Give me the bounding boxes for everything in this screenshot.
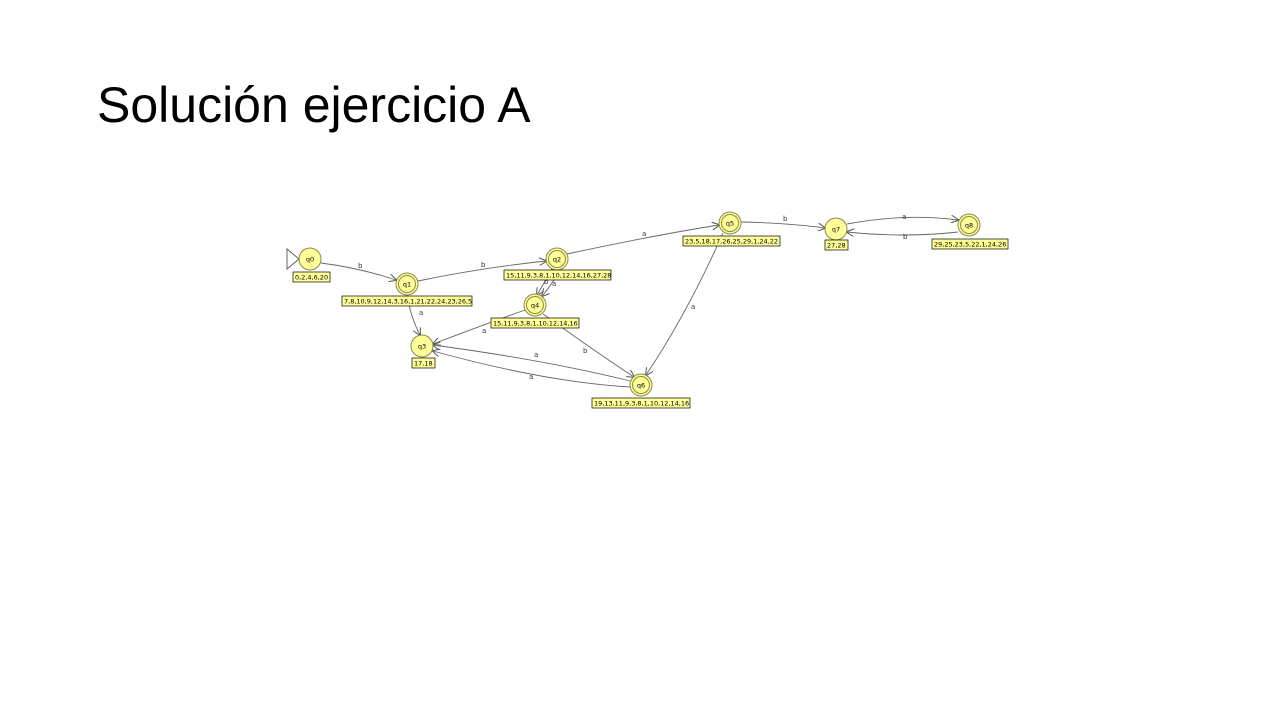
transition-label: b bbox=[481, 261, 486, 269]
state-set-label: 7,8,10,9,12,14,3,16,1,21,22,24,23,26,5 bbox=[344, 298, 472, 306]
state-set-box bbox=[682, 235, 781, 247]
state-circle bbox=[957, 213, 981, 237]
state-circle bbox=[629, 373, 653, 397]
transition-q8-q7-b bbox=[847, 232, 959, 235]
state-name: q1 bbox=[403, 280, 411, 288]
final-state-ring bbox=[398, 275, 416, 293]
state-set-box bbox=[490, 317, 580, 329]
transition-q2-q5-a bbox=[566, 225, 719, 255]
transition-q3-q6-a bbox=[433, 351, 631, 388]
slide-title: Solución ejercicio A bbox=[97, 77, 531, 133]
state-set-label: 0,2,4,6,20 bbox=[295, 274, 328, 282]
state-q1: q1 7,8,10,9,12,14,3,16,1,21,22,24,23,26,5 bbox=[341, 272, 473, 307]
state-set-box bbox=[411, 357, 436, 369]
transition-label: b bbox=[783, 215, 788, 223]
state-name: q0 bbox=[306, 255, 314, 263]
state-set-label: 15,11,9,3,8,1,10,12,14,16,27,28 bbox=[506, 272, 611, 280]
final-state-ring bbox=[632, 376, 650, 394]
state-set-label: 15,11,9,3,8,1,10,12,14,16 bbox=[493, 320, 578, 328]
state-circle bbox=[395, 272, 419, 296]
state-set-label: 29,25,23,5,22,1,24,26 bbox=[934, 241, 1006, 249]
state-name: q7 bbox=[832, 225, 840, 233]
state-q0: q0 0,2,4,6,20 bbox=[286, 247, 331, 283]
transition-q1-q2-b bbox=[417, 261, 546, 282]
state-name: q4 bbox=[531, 301, 539, 309]
state-set-box bbox=[503, 269, 612, 281]
final-state-ring bbox=[548, 250, 566, 268]
state-name: q5 bbox=[726, 219, 734, 227]
state-set-label: 19,13,11,9,3,8,1,10,12,14,16 bbox=[594, 400, 689, 408]
transition-label: b bbox=[903, 233, 908, 241]
transition-q5-q6-a bbox=[646, 232, 724, 375]
transition-q0-q1-b bbox=[320, 262, 396, 280]
state-q5: q5 23,5,18,17,26,25,29,1,24,22 bbox=[682, 211, 781, 247]
initial-state-marker bbox=[286, 248, 300, 270]
state-circle bbox=[718, 211, 742, 235]
transition-q6-q3-a bbox=[433, 345, 631, 382]
transition-q7-q8-a bbox=[846, 217, 958, 225]
state-name: q6 bbox=[637, 381, 645, 389]
state-set-label: 23,5,18,17,26,25,29,1,24,22 bbox=[685, 238, 778, 246]
state-circle bbox=[298, 247, 322, 271]
state-set-label: 17,18 bbox=[414, 360, 433, 368]
state-q3: q3 17,18 bbox=[410, 334, 436, 369]
state-name: q8 bbox=[965, 221, 973, 229]
transition-q4-q3-a bbox=[433, 309, 526, 344]
state-q8: q8 29,25,23,5,22,1,24,26 bbox=[931, 213, 1009, 250]
state-set-box bbox=[931, 238, 1009, 250]
transition-label: b bbox=[583, 347, 588, 355]
transition-label: b bbox=[544, 278, 549, 286]
state-name: q3 bbox=[418, 342, 426, 350]
transition-label: a bbox=[529, 373, 533, 381]
transition-label: a bbox=[534, 351, 538, 359]
state-q7: q7 27,28 bbox=[824, 217, 849, 251]
final-state-ring bbox=[721, 214, 739, 232]
state-set-box bbox=[292, 271, 331, 283]
state-circle bbox=[410, 334, 434, 358]
state-circle bbox=[523, 293, 547, 317]
final-state-ring bbox=[526, 296, 544, 314]
transition-label: a bbox=[902, 213, 906, 221]
state-set-label: 27,28 bbox=[827, 242, 846, 250]
transition-q5-q7-b bbox=[740, 221, 825, 228]
transition-label: a bbox=[419, 309, 423, 317]
state-name: q2 bbox=[553, 255, 561, 263]
state-set-box bbox=[341, 295, 473, 307]
state-q6: q6 19,13,11,9,3,8,1,10,12,14,16 bbox=[591, 373, 691, 409]
transition-label: a bbox=[691, 303, 695, 311]
transition-label: a bbox=[482, 327, 486, 335]
state-q2: q2 15,11,9,3,8,1,10,12,14,16,27,28 bbox=[503, 247, 612, 281]
transition-label: b bbox=[358, 262, 363, 270]
state-set-box bbox=[591, 397, 691, 409]
transition-label: a bbox=[642, 230, 646, 238]
state-set-box bbox=[824, 239, 849, 251]
state-q4: q4 15,11,9,3,8,1,10,12,14,16 bbox=[490, 293, 580, 329]
transition-label: a bbox=[552, 280, 556, 288]
final-state-ring bbox=[960, 216, 978, 234]
